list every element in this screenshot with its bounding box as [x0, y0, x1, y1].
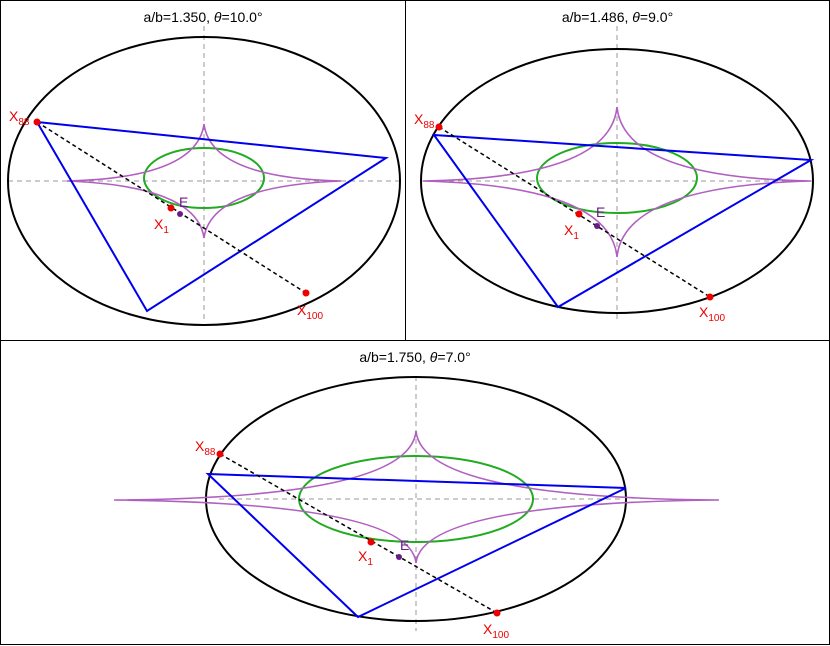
label-x100: X100 — [297, 302, 323, 322]
dashed-line — [438, 126, 711, 298]
ratio-prefix: a/b= — [561, 9, 590, 25]
ratio-value: 1.750 — [386, 349, 423, 365]
label-e: E — [179, 194, 188, 210]
label-e: E — [596, 204, 605, 220]
point-x88 — [33, 118, 41, 126]
label-e: E — [400, 537, 409, 553]
label-x1: X1 — [154, 216, 169, 236]
point-x1 — [367, 538, 375, 546]
triangle — [205, 472, 627, 619]
point-x100 — [706, 293, 714, 301]
point-e — [396, 554, 402, 560]
point-x100 — [493, 609, 501, 617]
point-x88 — [216, 450, 224, 458]
incircle — [536, 142, 698, 214]
point-x1 — [575, 210, 583, 218]
ratio-value: 1.350 — [171, 9, 207, 25]
panel-title: a/b=1.750, θ=7.0° — [1, 349, 829, 365]
outer-ellipse — [7, 36, 401, 326]
title-sep: , — [206, 9, 214, 25]
panel-3: a/b=1.750, θ=7.0° X88 X100 X1 E — [0, 340, 830, 645]
outer-ellipse — [420, 48, 814, 314]
theta-symbol: θ — [632, 9, 640, 25]
point-e — [594, 223, 600, 229]
point-e — [177, 211, 183, 217]
ratio-prefix: a/b= — [359, 349, 387, 365]
triangle — [35, 120, 389, 313]
incircle — [143, 147, 265, 209]
theta-eq: = — [437, 349, 446, 365]
astroid-curve — [66, 123, 342, 239]
theta-symbol: θ — [213, 9, 222, 25]
diagram-2: X88 X100 X1 E — [414, 26, 816, 324]
diagram-3: X88 X100 X1 E — [113, 376, 720, 641]
degree-symbol: ° — [667, 9, 674, 25]
incircle — [298, 455, 534, 543]
theta-value: 10.0 — [229, 9, 257, 25]
degree-symbol: ° — [465, 349, 471, 365]
label-x1: X1 — [358, 548, 373, 568]
point-x1 — [167, 204, 175, 212]
panel-title: a/b=1.350, θ=10.0° — [1, 9, 405, 25]
theta-value: 9.0 — [648, 9, 668, 25]
degree-symbol: ° — [256, 9, 263, 25]
title-sep: , — [422, 349, 430, 365]
diagram-1: X88 X100 X1 E — [7, 26, 401, 326]
triangle — [431, 133, 815, 309]
astroid-curve — [422, 106, 812, 258]
label-x100: X100 — [483, 621, 509, 641]
label-x88: X88 — [195, 438, 216, 458]
point-x88 — [435, 123, 443, 131]
panel-title: a/b=1.486, θ=9.0° — [406, 9, 829, 25]
label-x1: X1 — [564, 222, 579, 242]
astroid-curve — [113, 430, 720, 564]
theta-eq: = — [639, 9, 649, 25]
theta-eq: = — [221, 9, 230, 25]
theta-symbol: θ — [429, 349, 438, 365]
outer-ellipse — [205, 376, 627, 622]
title-sep: , — [624, 9, 633, 25]
panel-2: a/b=1.486, θ=9.0° X88 X100 X1 E — [405, 0, 830, 341]
point-x100 — [302, 289, 310, 297]
label-x100: X100 — [699, 304, 725, 324]
label-x88: X88 — [414, 111, 435, 131]
dashed-line — [219, 453, 498, 614]
label-x88: X88 — [9, 108, 30, 128]
panel-1: a/b=1.350, θ=10.0° X88 X100 X1 E — [0, 0, 406, 341]
theta-value: 7.0 — [445, 349, 466, 365]
ratio-value: 1.486 — [589, 9, 625, 25]
ratio-prefix: a/b= — [143, 9, 172, 25]
